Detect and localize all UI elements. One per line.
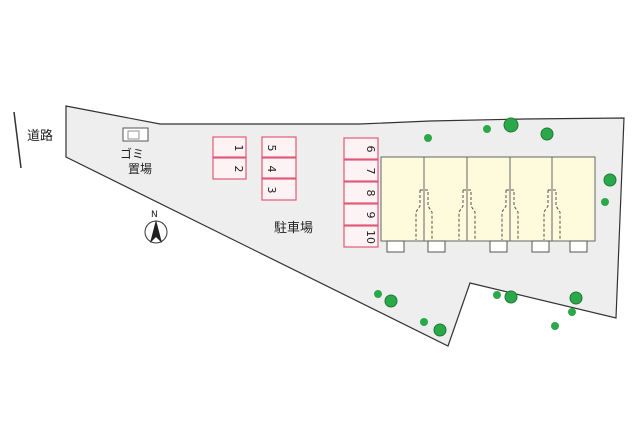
parking-label-4: 4: [265, 166, 278, 173]
tree-14: [568, 308, 576, 316]
parking-space-6: [343, 137, 379, 160]
parking-group-c: 6 7 8 9 10: [343, 137, 379, 248]
parking-label-3: 3: [265, 187, 278, 194]
tree-2: [483, 125, 491, 133]
parking-label-6: 6: [364, 146, 377, 153]
tree-12: [504, 290, 518, 304]
parking-label-7: 7: [364, 168, 377, 175]
road-edge-line: [13, 111, 22, 169]
tree-8: [384, 294, 398, 308]
tree-5: [603, 173, 617, 187]
tree-3: [503, 117, 519, 133]
parking-space-9: [343, 203, 379, 226]
tree-1: [424, 134, 432, 142]
north-label: N: [151, 210, 158, 220]
north-arrow: N: [144, 210, 168, 244]
parking-label-5: 5: [265, 145, 278, 152]
parking-group-b: 5 4 3: [261, 136, 297, 201]
unit-2-porch: [427, 240, 446, 253]
parking-space-3: [261, 178, 297, 201]
garbage-label-line1: ゴミ: [120, 146, 144, 161]
unit-1-stair: [415, 189, 433, 240]
parking-space-7: [343, 159, 379, 182]
parking-lot-label: 駐車場: [274, 221, 313, 236]
parking-label-8: 8: [364, 190, 377, 197]
tree-10: [433, 323, 447, 337]
unit-1-porch: [386, 240, 405, 253]
tree-7: [374, 290, 382, 298]
parking-label-10: 10: [364, 230, 377, 244]
tree-15: [551, 322, 559, 330]
parking-label-1: 1: [232, 145, 245, 152]
unit-3-porch: [489, 240, 508, 253]
parking-space-1: [212, 136, 247, 158]
parking-space-5: [261, 136, 297, 158]
trees: [374, 117, 617, 337]
parking-label-2: 2: [232, 166, 245, 173]
building-outline: [380, 156, 596, 242]
garbage-box: [127, 130, 140, 140]
parking-group-a: 1 2: [212, 136, 247, 180]
tree-4: [540, 127, 554, 141]
north-arrow-pointer: [150, 220, 162, 243]
garbage-label-line2: 置場: [128, 162, 152, 176]
unit-4-porch: [531, 240, 550, 253]
tree-6: [601, 198, 609, 206]
tree-11: [493, 291, 501, 299]
parking-label-9: 9: [364, 212, 377, 219]
parking-space-4: [261, 157, 297, 179]
tree-9: [420, 318, 428, 326]
unit-3-stair: [501, 189, 519, 240]
unit-4-stair: [543, 189, 561, 240]
apartment-building: [380, 156, 596, 253]
road-label: 道路: [27, 128, 53, 144]
tree-13: [569, 291, 583, 305]
parking-space-8: [343, 181, 379, 204]
unit-2-stair: [458, 189, 476, 240]
unit-5-porch: [569, 240, 588, 253]
parking-space-10: [343, 225, 379, 248]
parking-space-2: [212, 157, 247, 180]
